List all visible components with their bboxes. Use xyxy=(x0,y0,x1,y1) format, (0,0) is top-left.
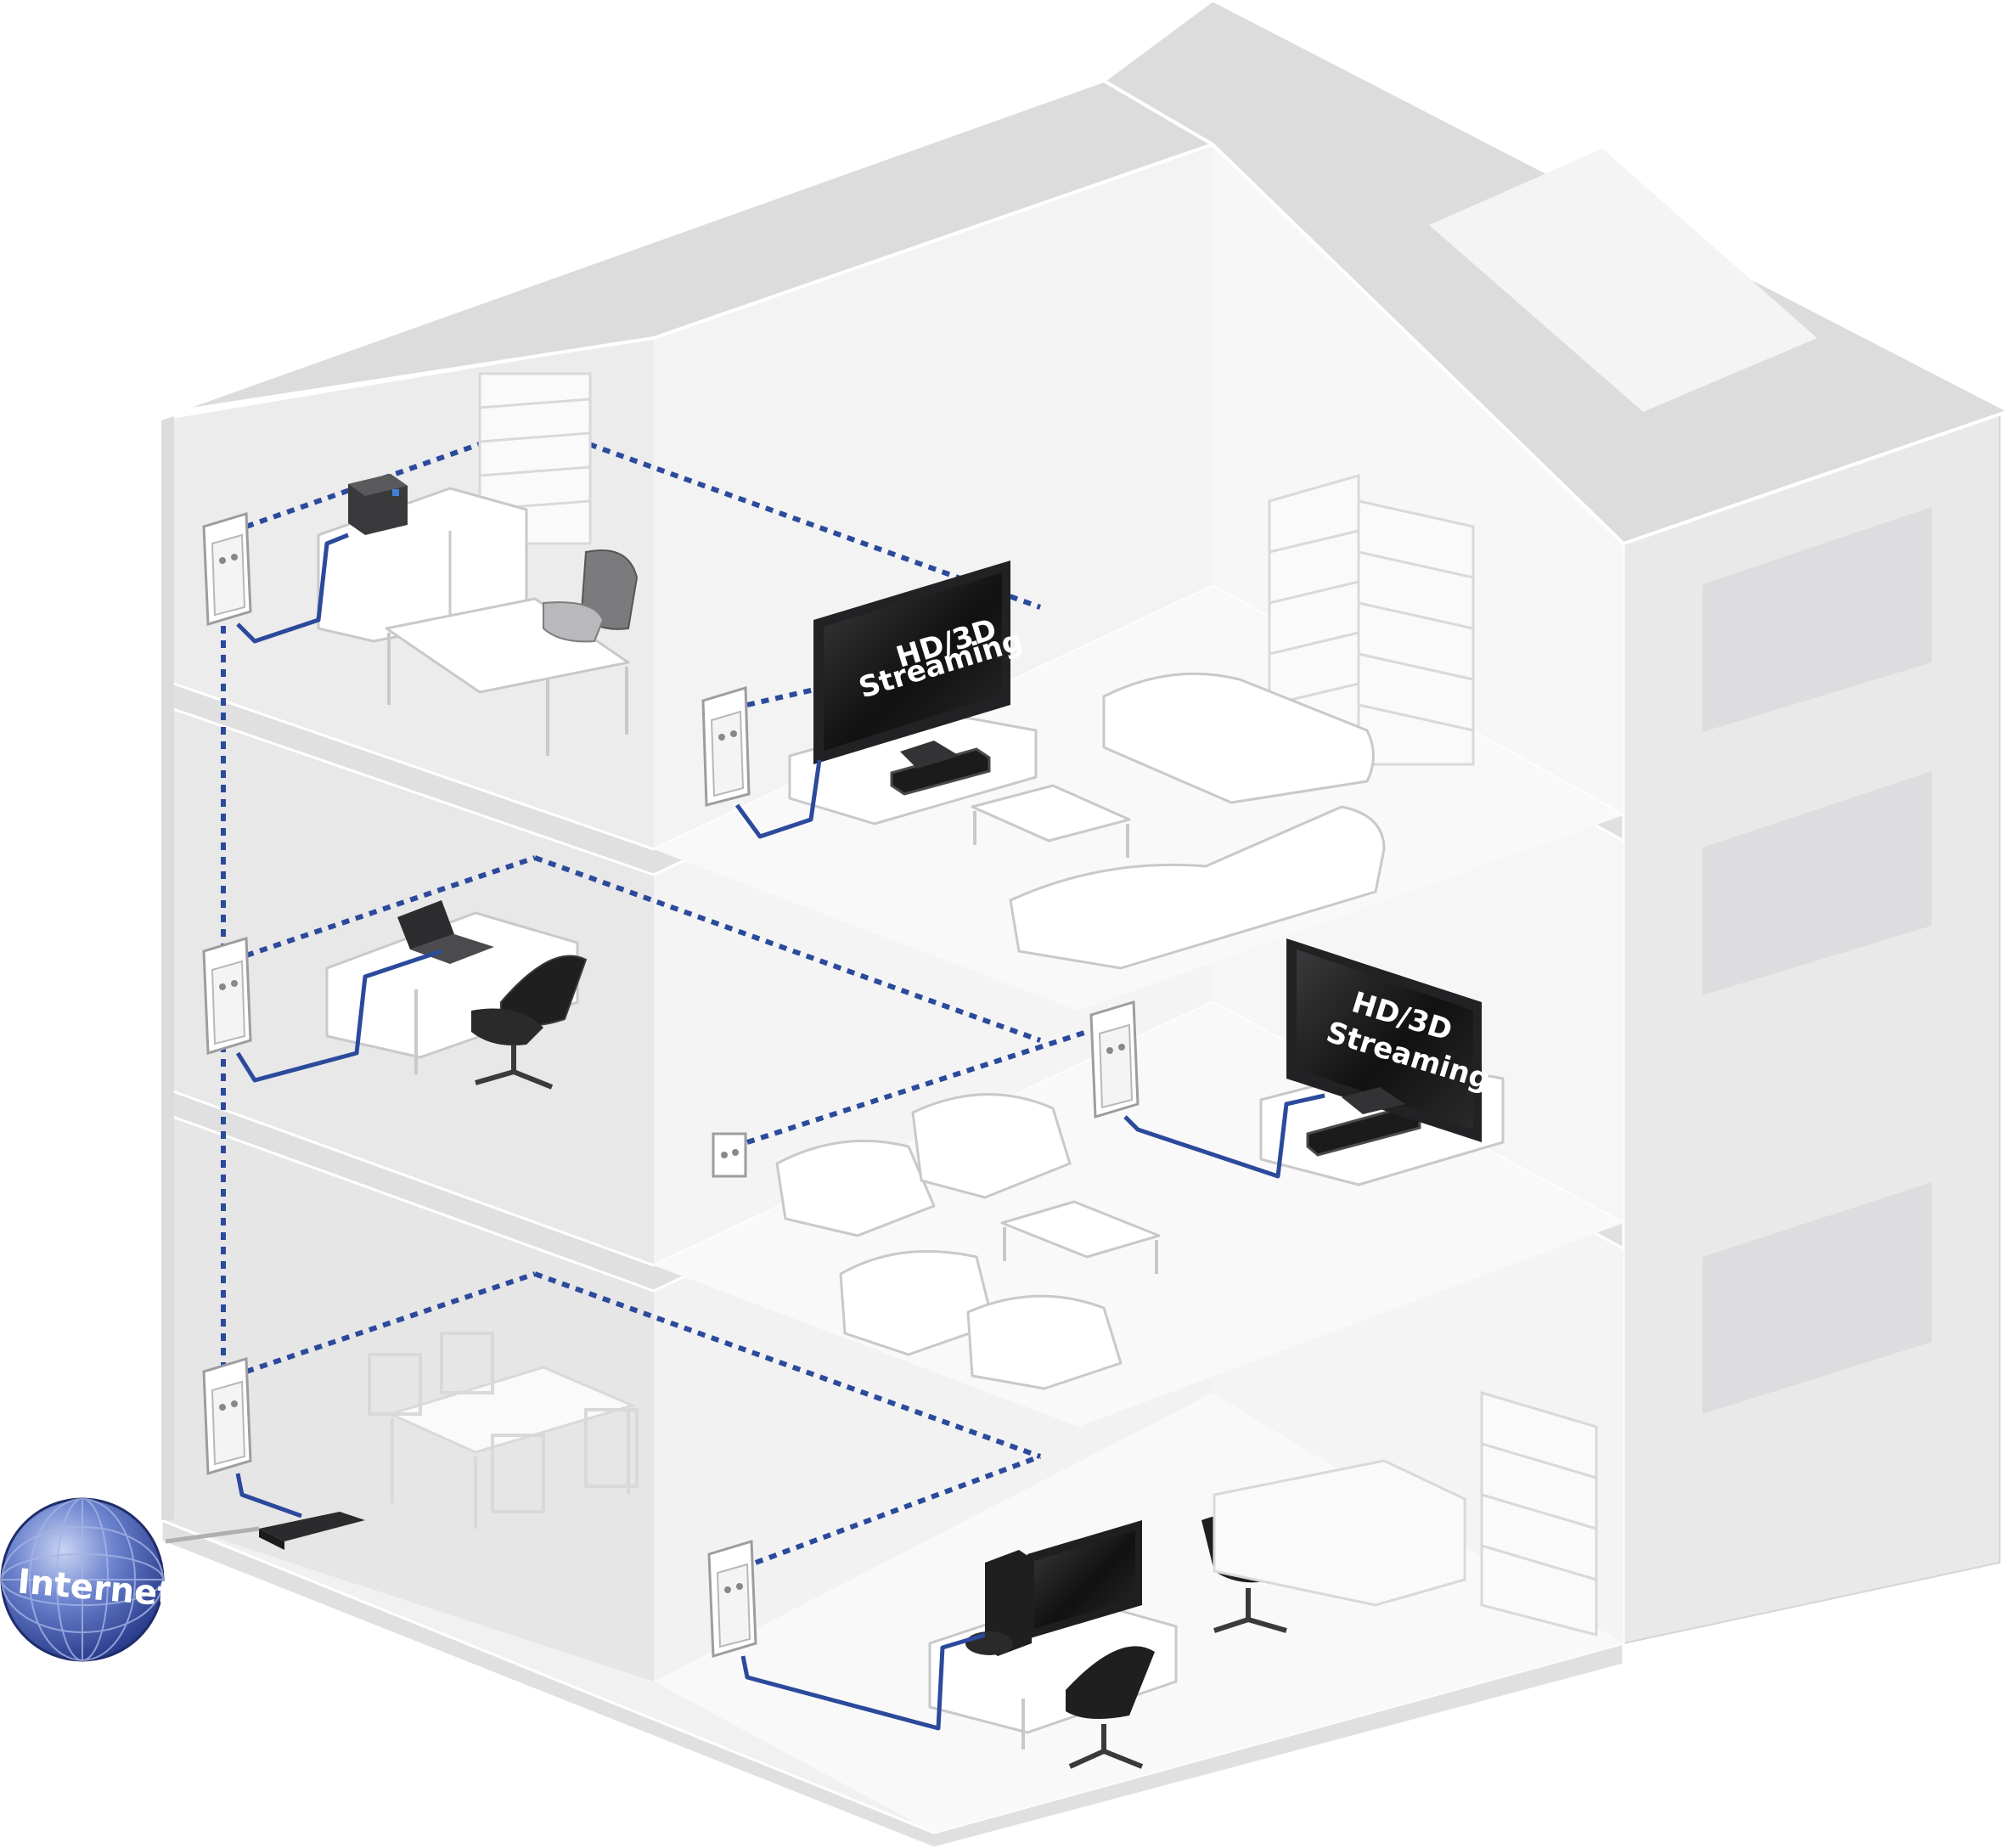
gamepad-icon xyxy=(965,1631,1013,1655)
game-console-icon xyxy=(985,1550,1032,1656)
dining-chairs xyxy=(368,1332,639,1513)
wall-socket-icon xyxy=(712,1132,747,1178)
link-attic-ridge xyxy=(533,422,1042,610)
attic-office-chair xyxy=(543,549,639,643)
powerline-adapter-middle-right xyxy=(1089,1000,1140,1118)
middle-armchair-2 xyxy=(911,1093,1072,1199)
powerline-adapter-attic xyxy=(202,512,252,626)
attic-tv: HD/3D Streaming xyxy=(813,561,1027,769)
middle-coffee-table xyxy=(1000,1200,1161,1259)
ground-gaming xyxy=(707,1390,1598,1769)
link-middle-socket xyxy=(746,1029,1088,1145)
powerline-adapter-ground-left xyxy=(202,1357,252,1475)
middle-right-cable xyxy=(1123,1093,1325,1179)
ground-dining xyxy=(202,1332,639,1550)
attic-coffee-table xyxy=(971,784,1131,842)
attic-far-room xyxy=(1213,144,1624,815)
attic-receiver-box xyxy=(890,747,991,796)
house-left-edge xyxy=(161,416,174,1520)
nas-storage-icon xyxy=(348,474,408,535)
middle-tv: HD/3D Streaming xyxy=(1286,938,1494,1142)
middle-office xyxy=(202,900,588,1090)
network-links xyxy=(221,422,1088,1565)
middle-left-cable xyxy=(235,949,442,1083)
window-right-bottom xyxy=(1702,1182,1932,1414)
gaming-monitor xyxy=(1027,1520,1142,1639)
ground-far-desk xyxy=(1213,1459,1466,1607)
link-ground-console xyxy=(754,1454,1042,1565)
internet-globe: Internet xyxy=(0,1497,260,1662)
attic-sofa-back xyxy=(1102,672,1375,804)
attic-sofa-front xyxy=(1009,805,1386,970)
router-icon xyxy=(259,1512,365,1550)
link-ground-ridge xyxy=(533,1271,1042,1459)
attic-living: HD/3D Streaming xyxy=(701,474,1475,970)
roof-skylight xyxy=(1429,149,1817,412)
attic-right-room xyxy=(654,144,1213,849)
window-right-mid xyxy=(1702,771,1932,995)
middle-armchair-1 xyxy=(775,1139,936,1237)
powerline-adapter-middle-left xyxy=(202,937,252,1055)
middle-armchair-4 xyxy=(966,1294,1123,1390)
powerline-adapter-attic-tv xyxy=(701,686,751,807)
ground-chair-1 xyxy=(1066,1646,1155,1769)
middle-living: HD/3D Streaming xyxy=(712,938,1505,1390)
attic-tall-bookshelf xyxy=(1268,474,1475,766)
link-middle-left xyxy=(245,855,536,958)
ground-right-cable xyxy=(740,1632,986,1731)
ground-left-cable xyxy=(235,1473,302,1518)
attic-tv-cable xyxy=(734,759,822,839)
attic-cable xyxy=(236,532,349,644)
window-right-top xyxy=(1702,507,1932,732)
link-middle-ridge xyxy=(533,855,1042,1043)
powerline-adapter-ground-right xyxy=(707,1540,757,1658)
attic-office xyxy=(202,372,639,756)
middle-office-chair xyxy=(471,955,588,1090)
internet-cable xyxy=(165,1526,260,1544)
ground-bookshelf xyxy=(1480,1390,1598,1637)
link-ground-left xyxy=(245,1271,536,1374)
